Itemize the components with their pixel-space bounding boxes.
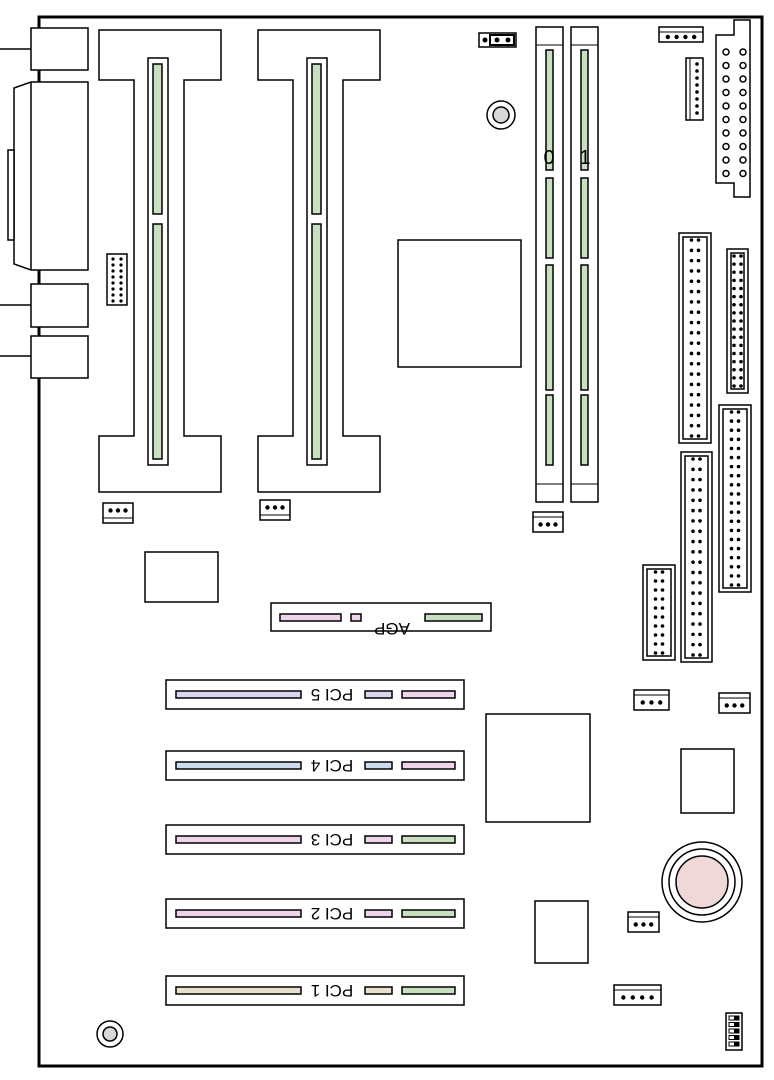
cpu-slot-2: [257, 29, 381, 493]
southbridge-chip: [485, 713, 591, 823]
pci-label-2: PCI 2: [311, 904, 354, 923]
pin-header: [106, 253, 128, 306]
pci-label-4: PCI 4: [311, 756, 354, 775]
cpu-slot-1: [98, 29, 222, 493]
ide-connector-tertiary: [680, 451, 713, 663]
fan-header: [718, 692, 751, 714]
pci-slot-3: PCI 3: [165, 824, 465, 855]
io-chip: [680, 748, 735, 814]
mounting-hole-icon: [486, 100, 516, 130]
chip-left: [144, 551, 219, 603]
fan-header: [627, 911, 660, 933]
fan-header: [613, 984, 662, 1006]
fan-header: [259, 499, 291, 521]
parallel-serial-connector: [13, 81, 89, 271]
jumper: [478, 32, 517, 48]
mounting-hole-icon: [96, 1020, 124, 1048]
cmos-battery: [661, 841, 743, 923]
pci-label-1: PCI 1: [311, 981, 354, 1000]
dimm-label-1: 1: [579, 147, 590, 169]
audio-connector: [30, 335, 89, 379]
northbridge-chip: [397, 239, 522, 368]
pci-slot-5: PCI 5: [165, 679, 465, 710]
pci-label-5: PCI 5: [311, 685, 354, 704]
ide-connector-secondary: [718, 404, 752, 593]
dimm-slot-1: [570, 26, 599, 503]
pci-slot-2: PCI 2: [165, 898, 465, 929]
fan-header: [102, 502, 134, 524]
dimm-label-0: 0: [543, 147, 554, 169]
pci-label-3: PCI 3: [311, 830, 354, 849]
vertical-header: [685, 57, 704, 121]
pci-slot-1: PCI 1: [165, 975, 465, 1006]
fan-header: [633, 689, 670, 711]
floppy-connector: [726, 248, 749, 394]
fan-header: [658, 26, 704, 43]
ps2-connector: [30, 27, 89, 71]
dimm-slot-0: [535, 26, 564, 503]
dip-switch: [725, 1012, 743, 1051]
agp-label: AGP: [374, 619, 410, 638]
small-header: [642, 564, 676, 661]
agp-slot: AGP: [270, 602, 492, 638]
fan-header: [532, 511, 564, 533]
usb-connector: [30, 283, 89, 328]
pci-slot-4: PCI 4: [165, 750, 465, 781]
bios-chip: [534, 900, 589, 964]
ide-connector-primary: [678, 232, 712, 444]
atx-power-connector: [715, 19, 751, 198]
rear-io-panel: [0, 27, 89, 379]
